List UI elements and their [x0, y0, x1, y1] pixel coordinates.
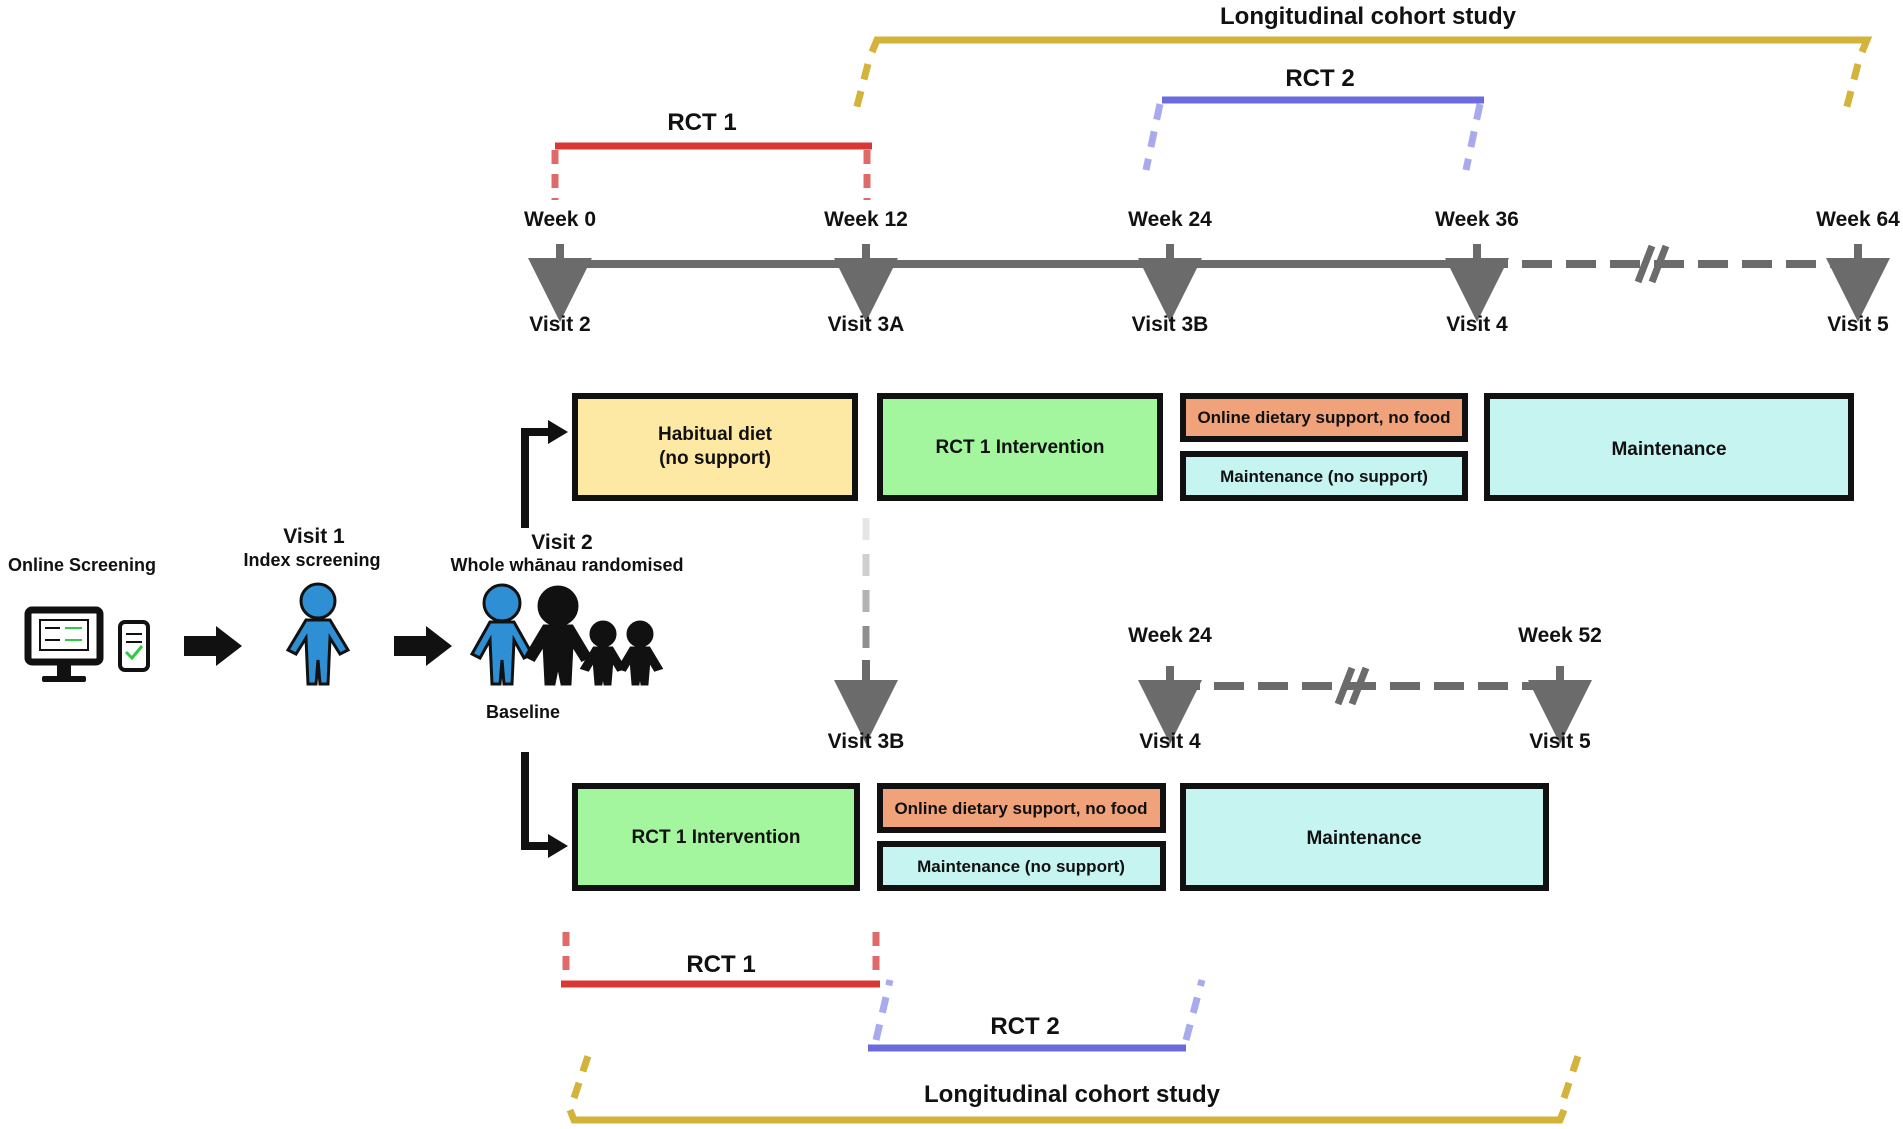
right-arrow-icon	[394, 626, 452, 666]
habitual-diet-line2: (no support)	[659, 448, 771, 469]
bottom-rct2-bracket	[868, 979, 1206, 1052]
top-rct2-bracket	[1142, 96, 1484, 171]
bottom-maintenance-no-support-box	[877, 841, 1166, 891]
bottom-arm-boxes: RCT 1 Intervention Online dietary suppor…	[572, 783, 1549, 891]
week-label: Week 64	[1816, 208, 1900, 231]
bottom-online-support-box	[877, 783, 1166, 833]
visit2-title: Visit 2	[531, 531, 592, 554]
top-maintenance-no-support-box	[1180, 451, 1468, 501]
top-online-support-box	[1180, 393, 1468, 442]
top-cohort-label: Longitudinal cohort study	[1220, 3, 1517, 30]
computer-icon	[24, 606, 104, 682]
top-rct2-label: RCT 2	[1285, 65, 1354, 92]
visit1-title: Visit 1	[283, 525, 345, 548]
top-visit-labels: Visit 2 Visit 3A Visit 3B Visit 4 Visit …	[529, 313, 1889, 336]
bottom-week24-label: Week 24	[1128, 624, 1212, 647]
bottom-maintenance-no-support-text: Maintenance (no support)	[917, 857, 1125, 876]
bottom-rct2-label: RCT 2	[990, 1013, 1059, 1040]
bottom-visit5-label: Visit 5	[1529, 730, 1591, 753]
person-icon	[285, 582, 351, 686]
phone-icon	[118, 620, 150, 672]
bottom-cohort-label: Longitudinal cohort study	[924, 1081, 1221, 1108]
bottom-visit3b-label: Visit 3B	[828, 730, 905, 753]
week-label: Week 0	[524, 208, 596, 231]
top-rct1-intervention-text: RCT 1 Intervention	[936, 437, 1105, 458]
visit-label: Visit 4	[1446, 313, 1508, 336]
bottom-maintenance-text: Maintenance	[1306, 828, 1421, 849]
online-screening-label: Online Screening	[8, 555, 156, 575]
bottom-online-support-text: Online dietary support, no food	[894, 799, 1147, 818]
bottom-timeline-axis	[1138, 666, 1592, 744]
bottom-cohort-bracket	[566, 1048, 1584, 1124]
visit-label: Visit 3B	[1132, 313, 1209, 336]
bottom-rct1-bracket	[561, 932, 880, 988]
top-cohort-bracket	[852, 36, 1873, 111]
right-arrow-icon	[184, 626, 242, 666]
top-maintenance-box	[1484, 393, 1854, 501]
visit-label: Visit 3A	[828, 313, 905, 336]
top-rct1-label: RCT 1	[667, 109, 736, 136]
top-week-labels: Week 0 Week 12 Week 24 Week 36 Week 64	[524, 208, 1900, 231]
week-label: Week 24	[1128, 208, 1212, 231]
visit2-subtitle: Whole whānau randomised	[450, 555, 683, 575]
bottom-rct1-intervention-text: RCT 1 Intervention	[632, 827, 801, 848]
bottom-maintenance-box	[1180, 783, 1549, 891]
top-online-support-text: Online dietary support, no food	[1197, 408, 1450, 427]
visit1-subtitle: Index screening	[243, 550, 380, 570]
week-label: Week 12	[824, 208, 908, 231]
top-arm-boxes: Habitual diet (no support) RCT 1 Interve…	[572, 393, 1854, 501]
top-rct1-bracket	[551, 142, 872, 200]
habitual-diet-box	[572, 393, 858, 501]
top-arm-arrow	[521, 420, 568, 528]
bottom-rct1-label: RCT 1	[686, 951, 755, 978]
visit-label: Visit 2	[529, 313, 590, 336]
baseline-label: Baseline	[486, 702, 560, 722]
bottom-rct1-intervention-box	[572, 783, 860, 891]
habitual-diet-line1: Habitual diet	[658, 424, 773, 445]
visit-label: Visit 5	[1827, 313, 1889, 336]
top-timeline-axis	[528, 244, 1890, 322]
top-maintenance-text: Maintenance	[1611, 439, 1726, 460]
top-maintenance-no-support-text: Maintenance (no support)	[1220, 467, 1428, 486]
bottom-visit4-label: Visit 4	[1139, 730, 1201, 753]
bottom-arm-arrow	[521, 752, 568, 858]
whanau-family-icon	[469, 583, 664, 686]
week-label: Week 36	[1435, 208, 1519, 231]
bottom-week52-label: Week 52	[1518, 624, 1602, 647]
top-rct1-intervention-box	[877, 393, 1163, 501]
